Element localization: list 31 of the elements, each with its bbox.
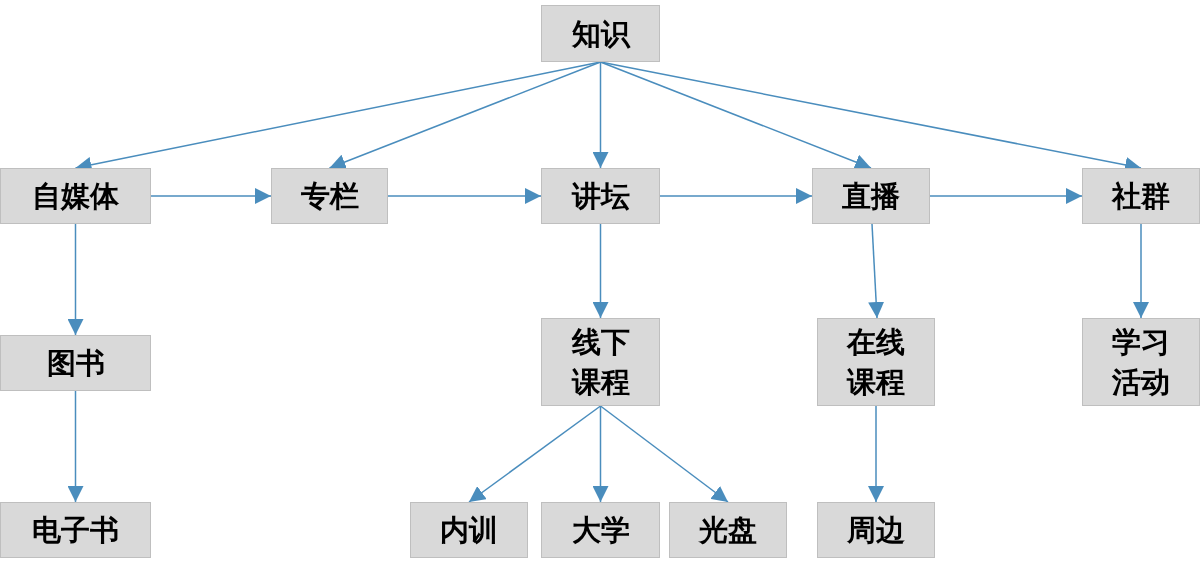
process-box: 直播 (812, 168, 930, 224)
arrow (468, 405, 602, 503)
arrow (67, 390, 84, 503)
arrow (150, 188, 272, 204)
process-box: 电子书 (0, 502, 151, 558)
process-box: 学习活动 (1082, 318, 1200, 406)
arrow (387, 188, 542, 204)
arrow (67, 223, 84, 336)
arrow (592, 405, 609, 503)
process-box: 光盘 (669, 502, 787, 558)
process-box: 讲坛 (541, 168, 660, 224)
process-box: 社群 (1082, 168, 1200, 224)
arrow (868, 223, 885, 319)
process-box: 知识 (541, 5, 660, 62)
process-box: 周边 (817, 502, 935, 558)
arrow (929, 188, 1083, 204)
process-box: 内训 (410, 502, 528, 558)
arrow (659, 188, 813, 204)
arrow (328, 61, 602, 170)
arrow (599, 61, 872, 170)
process-box: 线下课程 (541, 318, 660, 406)
process-box: 图书 (0, 335, 151, 391)
arrow (599, 405, 729, 503)
process-box: 在线课程 (817, 318, 935, 406)
process-box: 大学 (541, 502, 660, 558)
arrow (592, 223, 609, 319)
arrow (592, 61, 609, 169)
arrow (868, 405, 884, 503)
process-box: 自媒体 (0, 168, 151, 224)
arrow (1133, 223, 1149, 319)
process-box: 专栏 (271, 168, 388, 224)
